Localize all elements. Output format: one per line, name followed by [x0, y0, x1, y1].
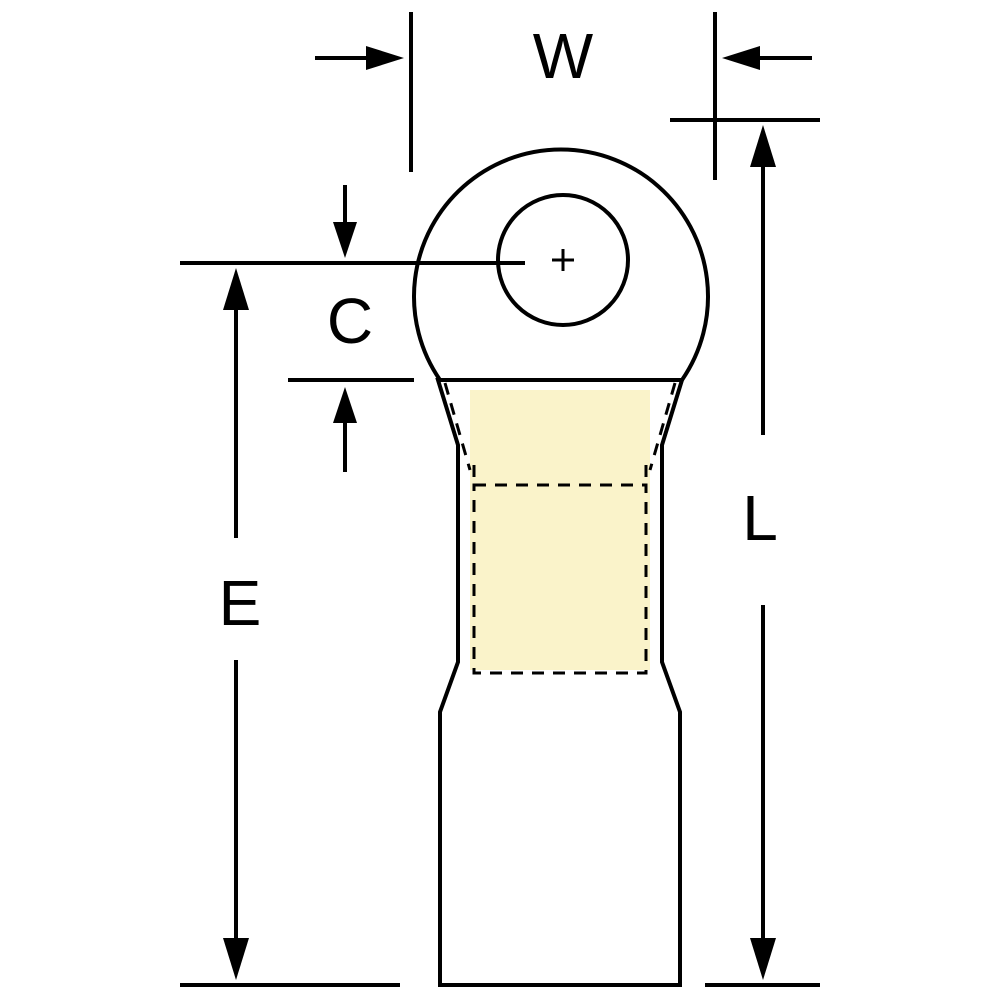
dimension-w: W: [315, 12, 812, 180]
ring-tongue: [412, 147, 710, 382]
sleeve-shade: [470, 390, 650, 670]
label-e: E: [219, 567, 262, 639]
dimension-l: L: [670, 118, 820, 987]
insulation-sleeve: [435, 378, 685, 987]
sleeve-body: [435, 378, 685, 987]
hidden-barrel: [472, 483, 648, 675]
dimension-c: C: [180, 185, 525, 472]
dimension-e: E: [180, 268, 400, 987]
label-l: L: [742, 482, 778, 554]
label-w: W: [533, 20, 594, 92]
label-c: C: [327, 285, 373, 357]
plus-icon: [552, 249, 574, 271]
stud-hole: [496, 193, 630, 327]
